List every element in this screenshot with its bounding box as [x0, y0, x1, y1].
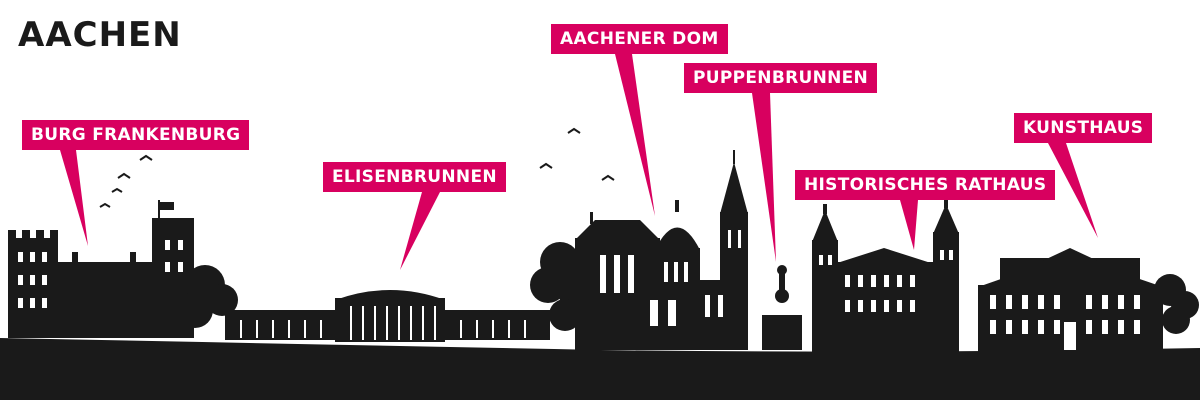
pointer-dom — [615, 54, 655, 216]
window-details — [18, 230, 1140, 350]
city-title: AACHEN — [18, 15, 182, 55]
label-historisches-rathaus: HISTORISCHES RATHAUS — [795, 170, 1056, 200]
label-elisenbrunnen: ELISENBRUNNEN — [323, 162, 506, 192]
label-puppenbrunnen: PUPPENBRUNNEN — [684, 63, 878, 93]
ground-silhouette — [0, 338, 1200, 400]
label-aachener-dom: AACHENER DOM — [551, 24, 728, 54]
label-kunsthaus: KUNSTHAUS — [1014, 113, 1153, 143]
aachener-dom-silhouette — [575, 150, 748, 350]
label-burg-frankenburg: BURG FRANKENBURG — [22, 120, 250, 150]
pointer-kunst — [1048, 143, 1098, 238]
pointer-rathaus — [900, 200, 918, 250]
puppenbrunnen-silhouette — [762, 265, 802, 350]
tree-silhouette — [134, 265, 238, 332]
skyline-silhouette — [0, 127, 1200, 400]
bird-icons — [99, 127, 615, 208]
tree-silhouette-right — [1154, 274, 1199, 334]
pointer-burg — [60, 150, 88, 246]
pointer-elisen — [400, 192, 440, 270]
pointer-puppen — [752, 93, 776, 262]
callout-pointers — [60, 54, 1098, 270]
